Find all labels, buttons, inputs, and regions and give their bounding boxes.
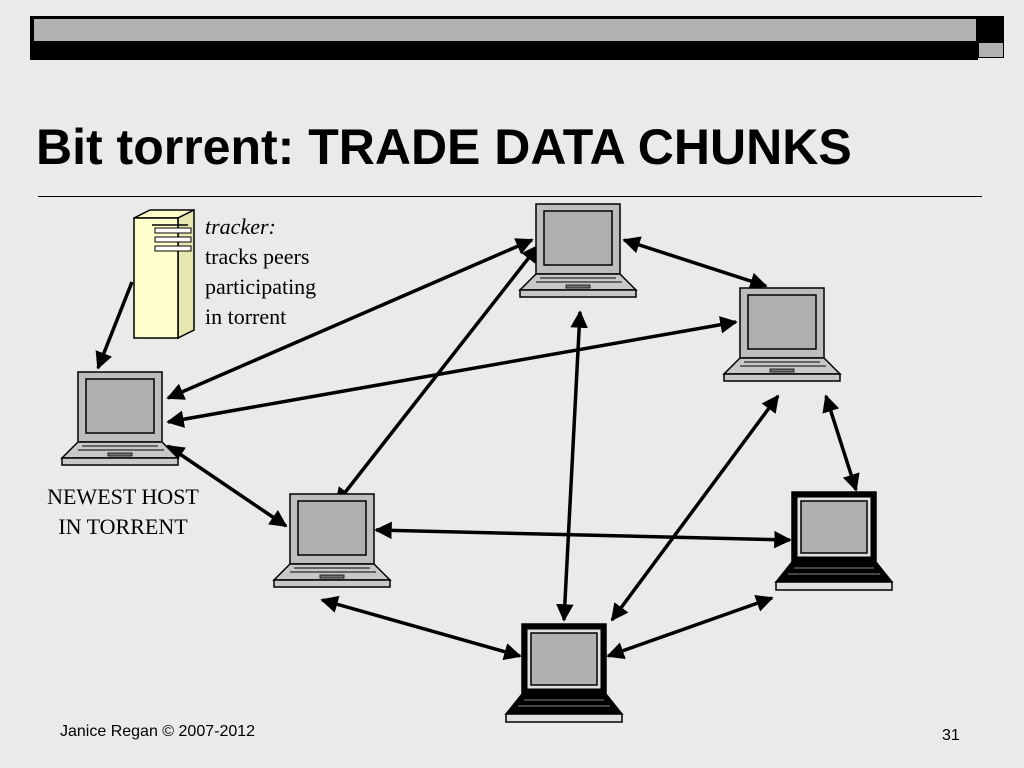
newest-host-line-1: NEWEST HOST: [47, 484, 199, 509]
tracker-desc-line-1: tracks peers: [205, 244, 310, 269]
corner-block-dark: [978, 16, 1004, 42]
link-top-middleleft: [334, 244, 540, 506]
link-newest-middleleft: [166, 444, 288, 528]
newest-host-line-2: IN TORRENT: [58, 514, 188, 539]
peer-middle-left-laptop-icon: [273, 493, 391, 588]
peer-top-laptop-icon: [519, 203, 637, 298]
footer-author: Janice Regan © 2007-2012: [60, 723, 256, 740]
page-number: 31: [942, 727, 960, 744]
tracker-desc-line-2: participating: [205, 274, 317, 299]
link-tracker-newest: [95, 281, 134, 370]
title-divider: [38, 196, 982, 197]
title-bar-decoration-inner: [34, 19, 976, 41]
tracker-label: tracker:: [205, 214, 276, 239]
slide-title: Bit torrent: TRADE DATA CHUNKS: [36, 119, 852, 175]
peer-right-upper-laptop-icon: [723, 287, 841, 382]
link-top-bottom: [556, 310, 588, 622]
link-rightupper-bottom: [610, 394, 780, 622]
tracker-desc-line-3: in torrent: [205, 304, 287, 329]
link-middleleft-bottom: [320, 595, 522, 661]
link-newest-rightupper: [166, 316, 738, 428]
link-top-rightupper: [622, 236, 768, 290]
link-bottom-rightlower: [606, 595, 774, 659]
peer-bottom-laptop-icon: [505, 623, 623, 723]
link-rightupper-rightlower: [822, 394, 860, 492]
tracker-description: tracker: tracks peers participating in t…: [205, 212, 316, 332]
peer-right-lower-laptop-icon: [775, 491, 893, 591]
newest-host-laptop-icon: [61, 371, 179, 466]
link-middleleft-rightlower: [374, 521, 792, 549]
tracker-server-icon: [133, 208, 195, 340]
corner-block-light: [978, 42, 1004, 58]
newest-host-label: NEWEST HOST IN TORRENT: [20, 482, 226, 542]
